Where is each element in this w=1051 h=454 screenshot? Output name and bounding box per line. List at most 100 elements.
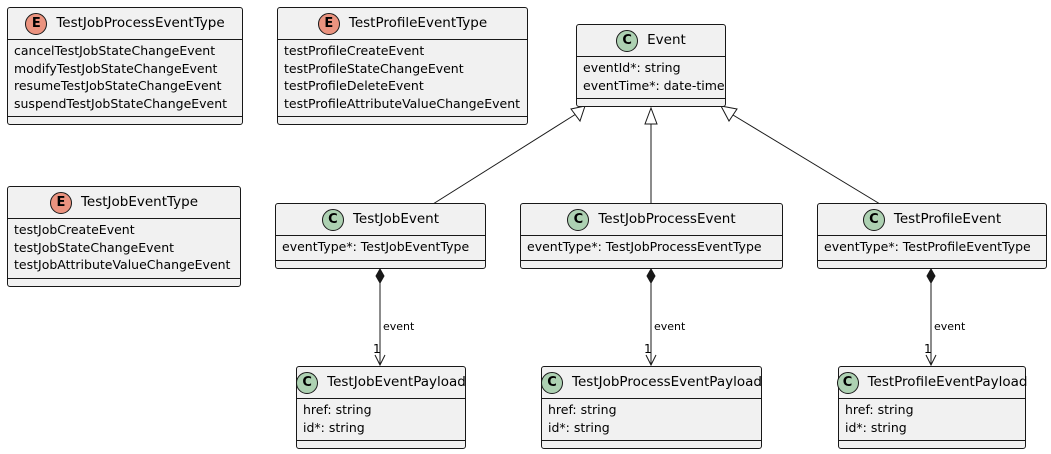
enum-test-job-process-event-type: E TestJobProcessEventType cancelTestJobS… — [7, 7, 243, 125]
class-test-profile-event-payload: C TestProfileEventPayload href: string i… — [836, 366, 1028, 449]
class-test-profile-event: C TestProfileEvent eventType*: TestProfi… — [817, 203, 1047, 269]
enum-badge-icon: E — [317, 12, 340, 35]
class-badge-icon: C — [616, 29, 639, 52]
class-test-job-process-event: C TestJobProcessEvent eventType*: TestJo… — [520, 203, 783, 269]
enum-values: testJobCreateEvent testJobStateChangeEve… — [8, 219, 240, 279]
enum-value: testProfileStateChangeEvent — [284, 60, 464, 76]
enum-value: suspendTestJobStateChangeEvent — [14, 95, 228, 111]
class-header: C TestProfileEventPayload — [836, 367, 1028, 399]
composition-diamond — [646, 267, 656, 285]
enum-methods — [8, 117, 242, 123]
class-badge-icon: C — [862, 208, 885, 231]
class-methods — [521, 261, 782, 267]
enum-name: TestJobEventType — [80, 193, 199, 210]
enum-value: resumeTestJobStateChangeEvent — [14, 78, 222, 93]
class-badge-icon: C — [836, 371, 859, 394]
class-badge-icon: C — [567, 208, 590, 231]
class-methods — [818, 261, 1046, 267]
class-field: href: string — [303, 402, 372, 417]
class-methods — [542, 441, 761, 447]
enum-header: E TestJobEventType — [8, 187, 240, 219]
enum-name: TestProfileEventType — [348, 14, 488, 31]
class-fields: eventType*: TestJobProcessEventType — [521, 236, 782, 261]
enum-test-profile-event-type: E TestProfileEventType testProfileCreate… — [277, 7, 528, 125]
relation-label: event — [383, 320, 415, 333]
class-methods — [297, 441, 465, 447]
enum-value: testJobCreateEvent — [14, 222, 135, 237]
enum-value: testProfileAttributeValueChangeEvent — [284, 95, 521, 111]
enum-methods — [8, 279, 240, 285]
navigability-arrowhead — [374, 354, 386, 367]
class-name: TestJobProcessEventPayload — [572, 373, 762, 390]
class-badge-icon: C — [541, 371, 564, 394]
inheritance-arrowhead — [644, 106, 658, 125]
enum-values: testProfileCreateEvent testProfileStateC… — [278, 40, 527, 117]
class-header: C Event — [577, 25, 725, 57]
class-field: eventType*: TestJobProcessEventType — [527, 239, 762, 254]
composition-diamond — [375, 267, 385, 285]
class-fields: href: string id*: string — [297, 399, 465, 441]
class-name: TestProfileEventPayload — [867, 373, 1028, 390]
class-methods — [276, 261, 485, 267]
class-name: TestJobEvent — [352, 210, 440, 227]
enum-badge-icon: E — [25, 12, 48, 35]
enum-header: E TestProfileEventType — [278, 8, 527, 40]
class-methods — [839, 441, 1025, 447]
class-header: C TestJobEventPayload — [296, 367, 466, 399]
enum-value: testJobAttributeValueChangeEvent — [14, 257, 231, 272]
class-badge-icon: C — [321, 208, 344, 231]
class-test-job-event: C TestJobEvent eventType*: TestJobEventT… — [275, 203, 486, 269]
class-name: TestJobProcessEvent — [598, 210, 736, 227]
enum-test-job-event-type: E TestJobEventType testJobCreateEvent te… — [7, 186, 241, 287]
class-fields: href: string id*: string — [839, 399, 1025, 441]
navigability-arrowhead — [645, 354, 657, 367]
enum-value: testProfileDeleteEvent — [284, 78, 424, 93]
class-header: C TestJobProcessEvent — [521, 204, 782, 236]
composition-diamond — [926, 267, 936, 285]
relation-multiplicity: 1 — [924, 342, 932, 356]
class-fields: eventType*: TestJobEventType — [276, 236, 485, 261]
enum-methods — [278, 117, 527, 123]
class-header: C TestJobProcessEventPayload — [541, 367, 762, 399]
class-name: TestJobEventPayload — [327, 373, 466, 390]
enum-value: testProfileCreateEvent — [284, 43, 425, 58]
generalization-edge-test-job-event — [432, 113, 577, 205]
class-name: TestProfileEvent — [893, 210, 1002, 227]
relation-label: event — [654, 320, 686, 333]
inheritance-arrowhead — [720, 105, 738, 122]
class-field: eventType*: TestJobEventType — [282, 239, 470, 254]
class-field: id*: string — [548, 419, 610, 435]
class-test-job-process-event-payload: C TestJobProcessEventPayload href: strin… — [541, 366, 762, 449]
class-fields: href: string id*: string — [542, 399, 761, 441]
enum-value: modifyTestJobStateChangeEvent — [14, 60, 218, 76]
class-field: id*: string — [845, 419, 907, 435]
class-field: href: string — [548, 402, 617, 417]
class-badge-icon: C — [296, 371, 319, 394]
navigability-arrowhead — [925, 354, 937, 367]
class-header: C TestJobEvent — [276, 204, 485, 236]
relation-multiplicity: 1 — [373, 342, 381, 356]
class-field: eventId*: string — [583, 60, 681, 75]
enum-badge-icon: E — [49, 191, 72, 214]
enum-value: cancelTestJobStateChangeEvent — [14, 43, 216, 58]
inheritance-arrowhead — [570, 105, 586, 123]
class-field: id*: string — [303, 419, 365, 435]
enum-name: TestJobProcessEventType — [56, 14, 225, 31]
class-methods — [577, 99, 725, 105]
class-fields: eventType*: TestProfileEventType — [818, 236, 1046, 261]
class-test-job-event-payload: C TestJobEventPayload href: string id*: … — [296, 366, 466, 449]
relation-multiplicity: 1 — [644, 342, 652, 356]
class-field: eventTime*: date-time — [583, 77, 725, 93]
class-fields: eventId*: string eventTime*: date-time — [577, 57, 725, 99]
class-field: eventType*: TestProfileEventType — [824, 239, 1031, 254]
enum-header: E TestJobProcessEventType — [8, 8, 242, 40]
class-header: C TestProfileEvent — [818, 204, 1046, 236]
class-name: Event — [647, 31, 686, 48]
class-field: href: string — [845, 402, 914, 417]
generalization-edge-test-profile-event — [732, 114, 881, 205]
enum-values: cancelTestJobStateChangeEvent modifyTest… — [8, 40, 242, 117]
relation-label: event — [934, 320, 966, 333]
enum-value: testJobStateChangeEvent — [14, 239, 175, 255]
